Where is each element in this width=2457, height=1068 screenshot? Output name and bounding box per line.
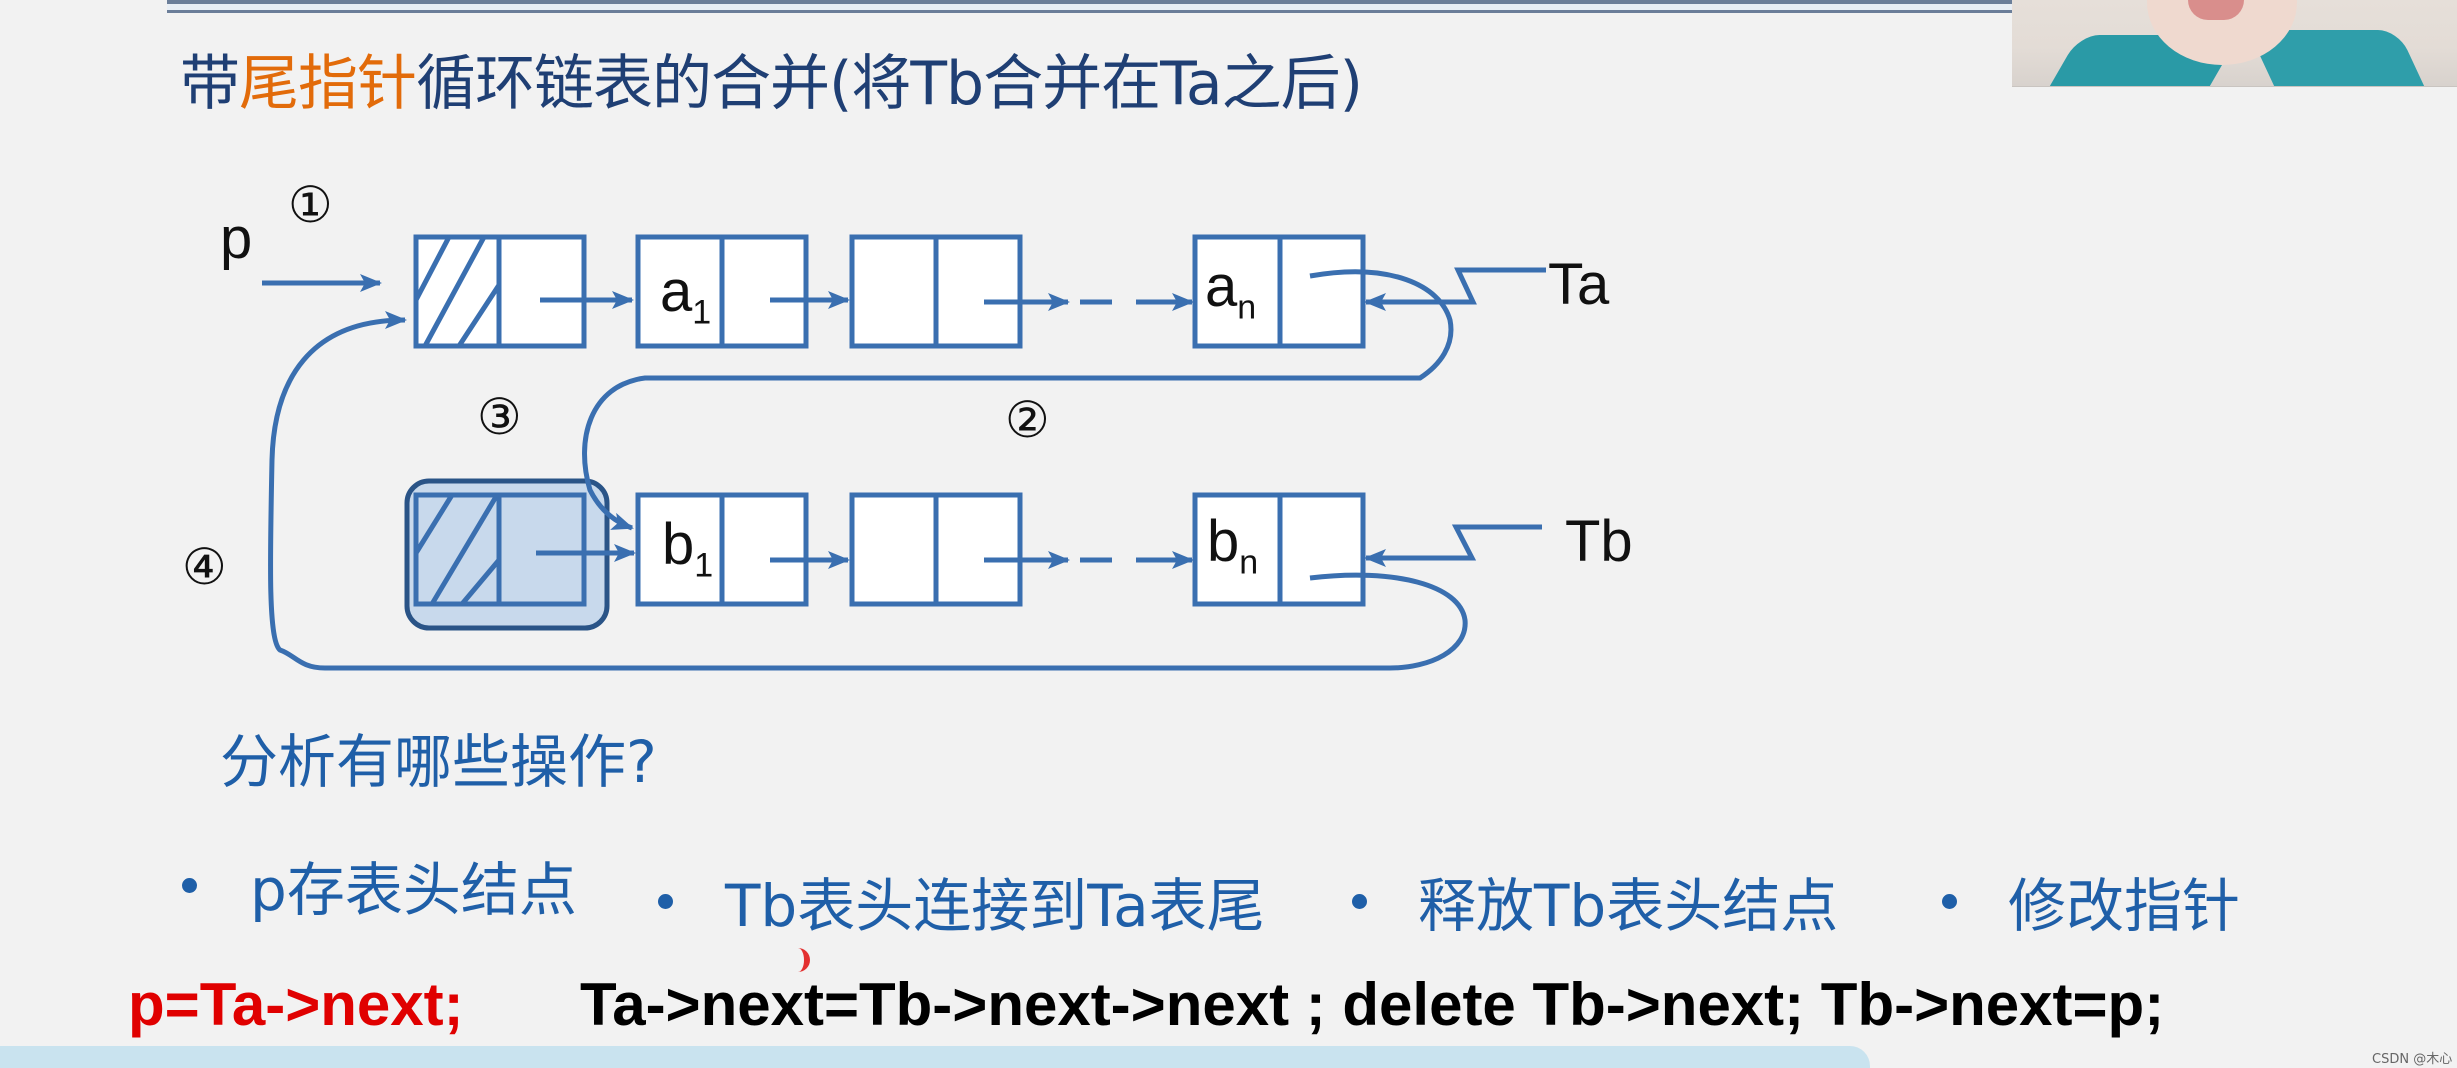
node-a1-label: a1 xyxy=(660,259,712,332)
title-highlight: 尾指针 xyxy=(239,49,417,119)
annotation-mark xyxy=(790,948,810,972)
step-2-label: ② xyxy=(1005,391,1050,449)
step-4-label: ④ xyxy=(182,538,227,596)
list-a-head-node xyxy=(413,234,587,349)
slide-title: 带尾指针循环链表的合并(将Tb合并在Ta之后) xyxy=(180,44,1363,124)
list-a-node-a1 xyxy=(635,234,809,349)
bullet-dot xyxy=(1352,894,1367,909)
node-b1-label: b1 xyxy=(662,512,714,585)
bullet-dot xyxy=(182,878,197,893)
slide-top-band xyxy=(167,4,2012,10)
slide-top-rule xyxy=(167,0,2012,4)
analysis-question: 分析有哪些操作? xyxy=(220,728,657,796)
node-an-label: an xyxy=(1205,254,1257,327)
list-b-node-middle xyxy=(849,492,1023,607)
node-bn-label: bn xyxy=(1207,509,1259,582)
step-3-label: ③ xyxy=(477,388,522,446)
list-b-row xyxy=(413,492,1366,607)
title-suffix: 循环链表的合并(将Tb合并在Ta之后) xyxy=(416,49,1363,119)
ta-pointer-arrow xyxy=(1364,267,1546,311)
tb-label: Tb xyxy=(1565,509,1633,574)
watermark: CSDN @木心 xyxy=(2372,1052,2453,1067)
arrows xyxy=(262,267,1546,671)
bullet-dot xyxy=(1942,894,1957,909)
code-line-red: p=Ta->next; xyxy=(128,971,464,1038)
list-b-node-b1 xyxy=(635,492,809,607)
link-step2-curve xyxy=(582,269,1454,531)
webcam-lips xyxy=(2188,0,2244,20)
list-a-node-middle xyxy=(849,234,1023,349)
operation-item: 释放Tb表头结点 xyxy=(1418,872,1839,940)
operations-list: p存表头结点 Tb表头连接到Ta表尾 释放Tb表头结点 修改指针 xyxy=(0,850,2457,940)
list-a-node-an xyxy=(1192,234,1366,349)
ta-label: Ta xyxy=(1548,252,1610,317)
list-b-head-node xyxy=(413,492,587,607)
bullet-dot xyxy=(658,894,673,909)
bottom-band xyxy=(0,1046,1870,1068)
slide-top-rule-inner xyxy=(167,10,2012,13)
operation-item: p存表头结点 xyxy=(250,856,577,924)
list-a-row xyxy=(413,234,1366,349)
title-prefix: 带 xyxy=(180,49,240,119)
link-step4-curve xyxy=(267,311,1468,671)
step-1-label: ① xyxy=(288,176,333,234)
operation-item: Tb表头连接到Ta表尾 xyxy=(725,872,1265,940)
webcam-overlay xyxy=(2012,0,2457,87)
pointer-p-label: p xyxy=(220,206,253,271)
list-b-node-bn xyxy=(1192,492,1366,607)
code-line-black: Ta->next=Tb->next->next ; delete Tb->nex… xyxy=(580,971,2165,1038)
tb-pointer-arrow xyxy=(1364,524,1542,567)
operation-item: 修改指针 xyxy=(2008,872,2241,940)
